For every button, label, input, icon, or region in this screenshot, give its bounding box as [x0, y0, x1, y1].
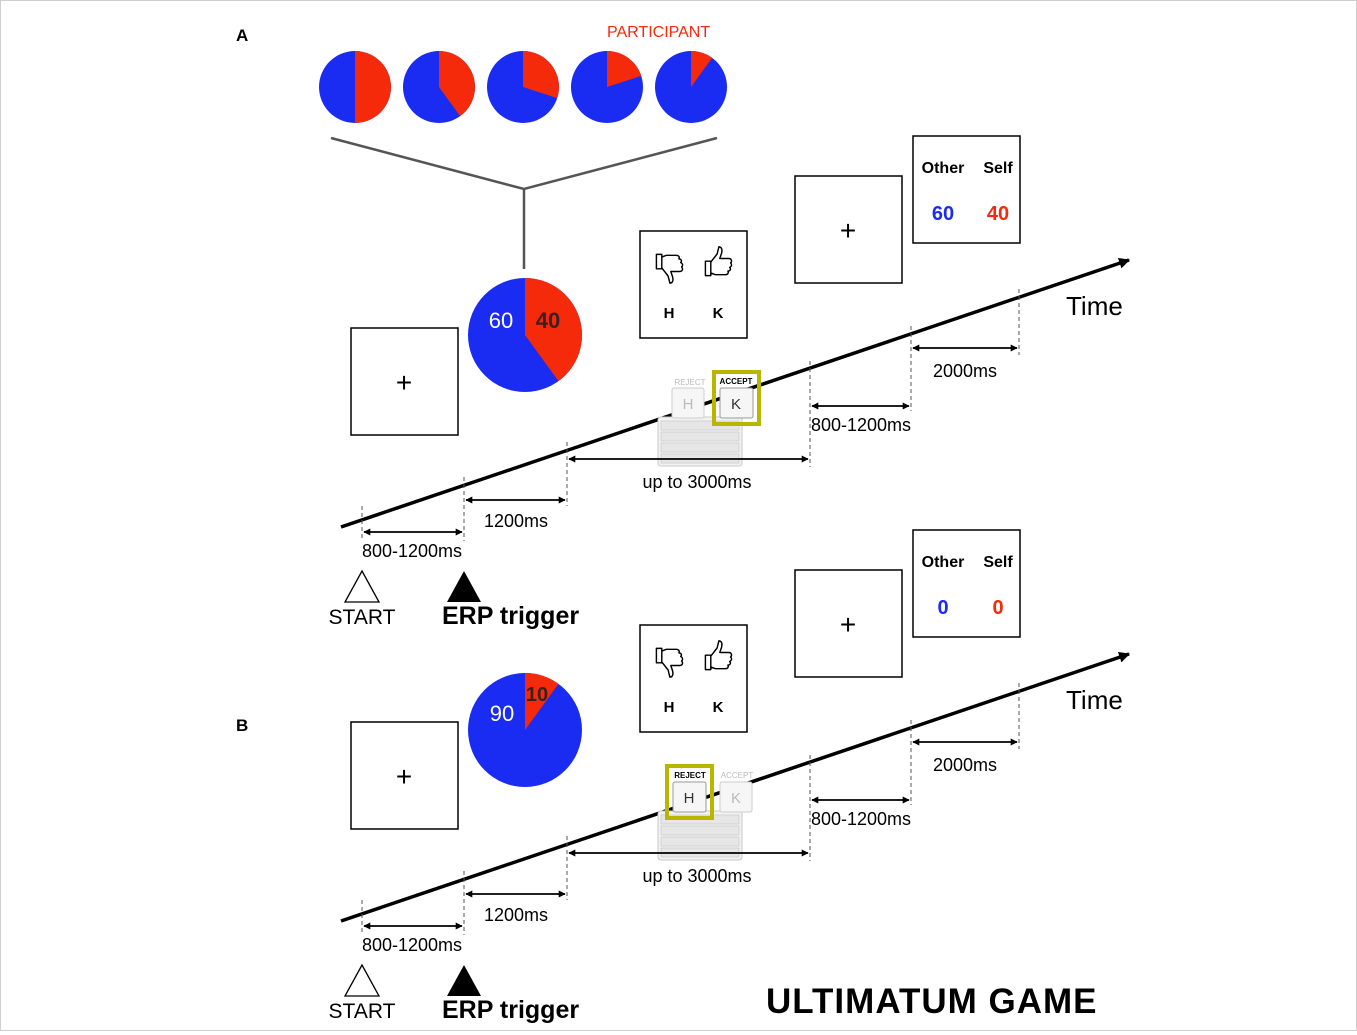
keyboard-accept-key: K — [731, 790, 741, 807]
offer-range-pie-self-slice — [523, 51, 560, 99]
outcome-other-value: 60 — [932, 203, 954, 225]
offer-range-pie-self-slice — [355, 51, 391, 123]
accept-key-label: K — [713, 305, 724, 322]
accept-key-label: K — [713, 699, 724, 716]
time-label: Time — [1066, 685, 1123, 715]
fixation-cross: + — [396, 761, 412, 792]
reject-key-label: H — [664, 305, 675, 322]
duration-start: 800-1200ms — [362, 935, 462, 955]
iti-fixation-box — [794, 175, 903, 284]
keyboard-reject-key: H — [684, 790, 695, 807]
duration-feedback: 2000ms — [933, 361, 997, 381]
duration-arrows — [363, 344, 1018, 536]
offer-range-pie — [571, 51, 643, 123]
panel-b-label: B — [236, 716, 248, 735]
erp-trigger-icon — [447, 571, 481, 602]
iti-fixation-box — [794, 569, 903, 678]
outcome-self-label: Self — [983, 554, 1013, 571]
duration-arrows — [363, 738, 1018, 930]
offer-range-pie — [403, 51, 475, 123]
accept-key-highlight — [712, 370, 761, 426]
duration-response: up to 3000ms — [642, 472, 751, 492]
interval-ticks — [361, 289, 1020, 541]
figure-title: ULTIMATUM GAME — [766, 982, 1098, 1021]
response-options-box — [639, 230, 748, 339]
offer-range-pie — [319, 51, 391, 123]
offer-range-pie-self-slice — [607, 51, 642, 87]
keyboard-illustration: H REJECT K ACCEPT — [657, 370, 761, 467]
outcome-other-value: 0 — [937, 597, 948, 619]
duration-offer: 1200ms — [484, 905, 548, 925]
offer-range-pie-self-slice — [439, 51, 475, 117]
erp-trigger-label: ERP trigger — [442, 602, 579, 630]
outcome-box — [912, 529, 1021, 638]
offer-other-value: 60 — [489, 308, 513, 333]
offer-range-pie — [655, 51, 727, 123]
time-label: Time — [1066, 291, 1123, 321]
keyboard-reject-key: H — [683, 396, 694, 413]
outcome-self-value: 40 — [987, 203, 1009, 225]
offer-pie-self-slice — [525, 673, 559, 730]
duration-fixation: 800-1200ms — [811, 415, 911, 435]
offer-pie — [468, 673, 582, 787]
keyboard-accept-label: ACCEPT — [721, 771, 754, 780]
duration-offer: 1200ms — [484, 511, 548, 531]
erp-trigger-icon — [447, 965, 481, 996]
offer-range-connector — [330, 136, 718, 269]
outcome-other-label: Other — [922, 160, 965, 177]
start-label: START — [329, 1000, 396, 1023]
interval-ticks — [361, 683, 1020, 935]
offer-pie — [468, 278, 582, 392]
response-options-box — [639, 624, 748, 733]
reject-key-label: H — [664, 699, 675, 716]
offer-pie-self-slice — [525, 278, 582, 382]
outcome-self-value: 0 — [992, 597, 1003, 619]
keyboard-reject-label: REJECT — [674, 378, 705, 387]
fixation-box — [350, 327, 459, 436]
duration-feedback: 2000ms — [933, 755, 997, 775]
duration-response: up to 3000ms — [642, 866, 751, 886]
offer-range-pie-self-slice — [691, 51, 713, 87]
start-marker-icon — [343, 963, 381, 997]
start-marker-icon — [343, 569, 381, 603]
keyboard-accept-key: K — [731, 396, 741, 413]
duration-fixation: 800-1200ms — [811, 809, 911, 829]
outcome-self-label: Self — [983, 160, 1013, 177]
fixation-box — [350, 721, 459, 830]
panel-a-label: A — [236, 26, 248, 45]
keyboard-reject-label: REJECT — [674, 771, 706, 780]
offer-self-value: 40 — [536, 308, 560, 333]
erp-trigger-label: ERP trigger — [442, 996, 579, 1024]
fixation-cross: + — [396, 367, 412, 398]
start-label: START — [329, 606, 396, 629]
keyboard-illustration: H REJECT K ACCEPT — [657, 764, 754, 861]
iti-fixation-cross: + — [840, 609, 856, 640]
duration-start: 800-1200ms — [362, 541, 462, 561]
keyboard-accept-label: ACCEPT — [720, 377, 753, 386]
offer-other-value: 90 — [490, 701, 514, 726]
outcome-box — [912, 135, 1021, 244]
outcome-other-label: Other — [922, 554, 965, 571]
reject-key-highlight — [665, 764, 714, 820]
iti-fixation-cross: + — [840, 215, 856, 246]
offer-range-pie — [487, 51, 560, 123]
participant-label: PARTICIPANT — [607, 24, 710, 41]
offer-self-value: 10 — [526, 684, 548, 706]
offer-range-pies — [319, 51, 727, 123]
